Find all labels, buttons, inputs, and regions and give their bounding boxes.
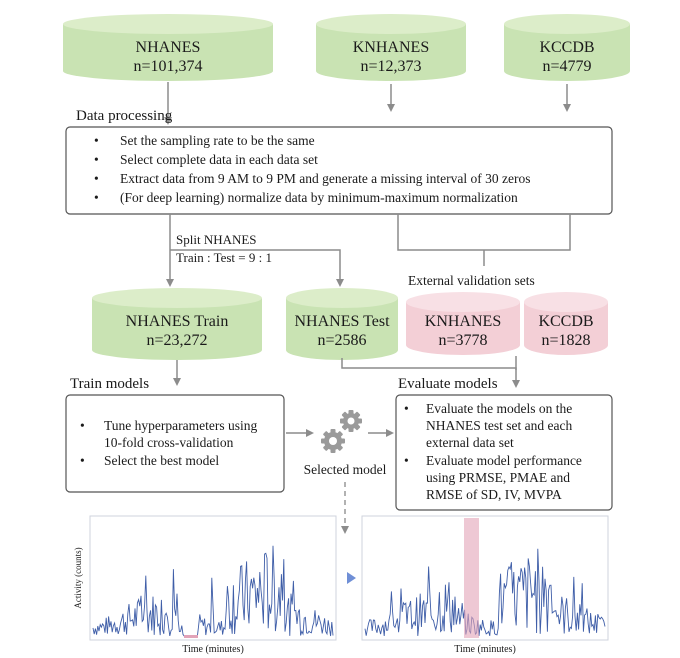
processing-item: Select complete data in each data set (120, 152, 318, 167)
gear-icon (340, 410, 362, 432)
svg-text:•: • (404, 453, 409, 468)
processing-item: Extract data from 9 AM to 9 PM and gener… (120, 171, 531, 186)
evaluate-models-list: • Evaluate the models on the NHANES test… (404, 401, 582, 502)
train-item: Tune hyperparameters using (104, 418, 257, 433)
svg-text:•: • (94, 190, 99, 205)
data-processing-list: • Set the sampling rate to be the same •… (94, 133, 531, 205)
split-label: Split NHANES (176, 232, 257, 247)
plot-input-signal (92, 545, 334, 637)
plot-output: Time (minutes) (361, 515, 609, 655)
db-nhanes-count: n=101,374 (133, 58, 202, 75)
db-knhanes-count: n=12,373 (360, 58, 421, 75)
plot-output-signal (364, 548, 606, 637)
db-kccdb-count: n=4779 (542, 58, 591, 75)
svg-text:•: • (404, 401, 409, 416)
evaluate-item: using PRMSE, PMAE and (426, 470, 570, 485)
processing-item: Set the sampling rate to be the same (120, 133, 315, 148)
plot-input-xlabel: Time (minutes) (182, 644, 244, 655)
svg-text:•: • (80, 453, 85, 468)
evaluate-item: NHANES test set and each (426, 418, 572, 433)
evaluate-item: RMSE of SD, IV, MVPA (426, 487, 562, 502)
ext-kccdb-name: KCCDB (538, 313, 593, 330)
evaluate-item: external data set (426, 435, 514, 450)
svg-text:•: • (80, 418, 85, 433)
train-item: Select the best model (104, 453, 219, 468)
db-knhanes-name: KNHANES (353, 39, 429, 56)
db-kccdb-name: KCCDB (539, 39, 594, 56)
external-validation-label: External validation sets (408, 273, 535, 288)
arrow-test-to-evaluate (341, 358, 520, 388)
evaluate-models-title: Evaluate models (398, 376, 498, 392)
processing-item: (For deep learning) normalize data by mi… (120, 190, 518, 205)
test-count: n=2586 (317, 332, 366, 349)
split-ratio: Train : Test = 9 : 1 (176, 250, 272, 265)
plot-input: Activity (counts) Time (minutes) (73, 515, 337, 655)
plot-input-missing-interval (184, 635, 198, 638)
arrow-to-test (170, 249, 344, 287)
big-arrow-right-icon (347, 572, 356, 584)
db-knhanes-external: KNHANES n=3778 (406, 292, 520, 355)
train-count: n=23,272 (146, 332, 207, 349)
plot-output-xlabel: Time (minutes) (454, 644, 516, 655)
db-nhanes-test: NHANES Test n=2586 (286, 288, 398, 360)
plot-input-ylabel: Activity (counts) (73, 547, 83, 608)
ext-knhanes-name: KNHANES (425, 313, 501, 330)
db-nhanes: NHANES n=101,374 (63, 14, 273, 81)
train-models-box (65, 394, 285, 493)
train-models-title: Train models (70, 376, 149, 392)
db-kccdb: KCCDB n=4779 (504, 14, 630, 81)
svg-text:•: • (94, 133, 99, 148)
gear-icon (321, 429, 345, 453)
plot-output-imputed-interval (464, 518, 479, 638)
svg-text:•: • (94, 152, 99, 167)
plot-output-frame (361, 515, 609, 641)
data-processing-title: Data processing (76, 108, 173, 124)
db-nhanes-name: NHANES (136, 39, 201, 56)
data-processing-box (65, 126, 613, 215)
evaluate-models-box (395, 394, 613, 511)
plot-input-frame (89, 515, 337, 641)
evaluate-item: Evaluate model performance (426, 453, 582, 468)
train-item: 10-fold cross-validation (104, 435, 234, 450)
db-kccdb-external: KCCDB n=1828 (524, 292, 608, 355)
svg-text:•: • (94, 171, 99, 186)
db-knhanes: KNHANES n=12,373 (316, 14, 466, 81)
ext-kccdb-count: n=1828 (541, 332, 590, 349)
external-bracket (397, 214, 571, 251)
train-models-list: • Tune hyperparameters using 10-fold cro… (80, 418, 257, 468)
test-name: NHANES Test (294, 313, 390, 330)
evaluate-item: Evaluate the models on the (426, 401, 572, 416)
train-name: NHANES Train (126, 313, 229, 330)
ext-knhanes-count: n=3778 (438, 332, 487, 349)
db-nhanes-train: NHANES Train n=23,272 (92, 288, 262, 360)
selected-model-label: Selected model (304, 462, 387, 477)
